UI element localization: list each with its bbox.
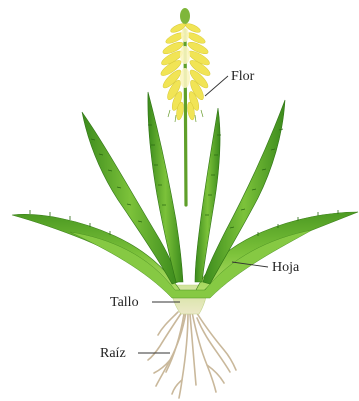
- roots: [148, 310, 236, 398]
- label-root: Raíz: [100, 346, 126, 361]
- label-flower: Flor: [231, 69, 255, 84]
- label-leaf: Hoja: [272, 260, 300, 275]
- flower-leader-line: [205, 76, 228, 96]
- label-stem: Tallo: [110, 295, 139, 310]
